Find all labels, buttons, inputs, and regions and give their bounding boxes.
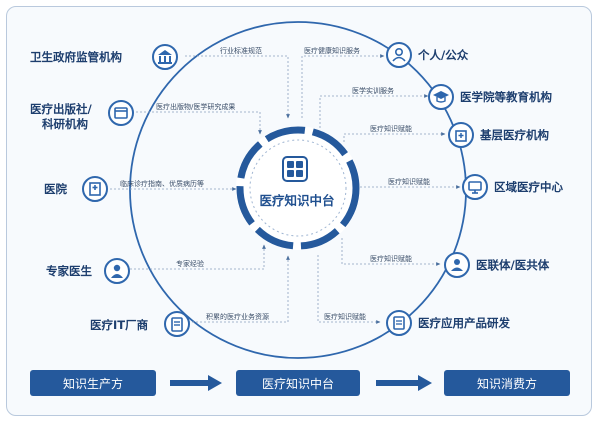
medical-group-icon	[444, 252, 470, 278]
stage-arrow-1	[170, 375, 222, 391]
edge-publisher-label: 医疗出版物/医学研究成果	[156, 103, 236, 111]
edge-school-label: 医学实训服务	[352, 87, 394, 95]
edge-school	[319, 94, 429, 128]
monitor-icon	[462, 174, 488, 200]
hub-title: 医疗知识中台	[259, 193, 335, 208]
edge-alliance-label: 医疗知识赋能	[370, 255, 412, 263]
hospital-icon	[82, 176, 108, 202]
grid-icon	[282, 156, 308, 182]
edge-gov	[185, 55, 290, 119]
hub-segment-ring	[236, 126, 360, 250]
stage-producer: 知识生产方	[30, 370, 156, 396]
person-icon	[386, 42, 412, 68]
edge-alliance	[341, 238, 441, 266]
server-icon	[164, 311, 190, 337]
edge-personal-label: 医疗健康知识服务	[304, 47, 360, 55]
doctor-icon	[104, 258, 130, 284]
edge-it	[188, 255, 290, 323]
consumer-school-label: 医学院等教育机构	[460, 90, 552, 104]
hub-background	[236, 126, 360, 250]
consumer-personal-label: 个人/公众	[418, 48, 469, 62]
hub-inner-dashed-ring	[249, 139, 347, 237]
clinic-icon	[448, 122, 474, 148]
edge-rnd-label: 医疗知识赋能	[324, 313, 366, 321]
edge-expert-label: 专家经验	[176, 260, 204, 268]
edge-hospital-label: 临床诊疗指南、优质病历等	[120, 180, 204, 188]
edge-publisher	[132, 111, 262, 135]
producer-hospital-label: 医院	[44, 182, 67, 196]
consumer-primary-label: 基层医疗机构	[480, 128, 549, 142]
producer-publisher-label-line1: 医疗出版社/	[30, 102, 92, 116]
edge-rnd	[317, 255, 381, 324]
edge-it-label: 积累的医疗业务资源	[206, 313, 269, 321]
graduation-cap-icon	[428, 84, 454, 110]
edge-primary-label: 医疗知识赋能	[370, 125, 412, 133]
publication-icon	[108, 100, 134, 126]
producer-expert-label: 专家医生	[46, 264, 92, 278]
edge-personal	[301, 54, 385, 118]
consumer-alliance-label: 医联体/医共体	[476, 258, 550, 272]
edge-gov-label: 行业标准规范	[220, 47, 262, 55]
consumer-regional-label: 区域医疗中心	[494, 180, 563, 194]
producer-gov-label: 卫生政府监管机构	[30, 50, 122, 64]
government-building-icon	[152, 44, 178, 70]
stage-platform: 医疗知识中台	[236, 370, 360, 396]
stage-consumer: 知识消费方	[444, 370, 570, 396]
edge-primary	[343, 132, 446, 142]
document-app-icon	[386, 310, 412, 336]
stage-arrow-2	[376, 375, 432, 391]
producer-publisher-label-line2: 科研机构	[42, 117, 88, 131]
edge-regional-label: 医疗知识赋能	[388, 178, 430, 186]
edge-expert	[130, 244, 266, 270]
producer-it-label: 医疗IT厂商	[90, 318, 149, 332]
consumer-rnd-label: 医疗应用产品研发	[418, 316, 510, 330]
